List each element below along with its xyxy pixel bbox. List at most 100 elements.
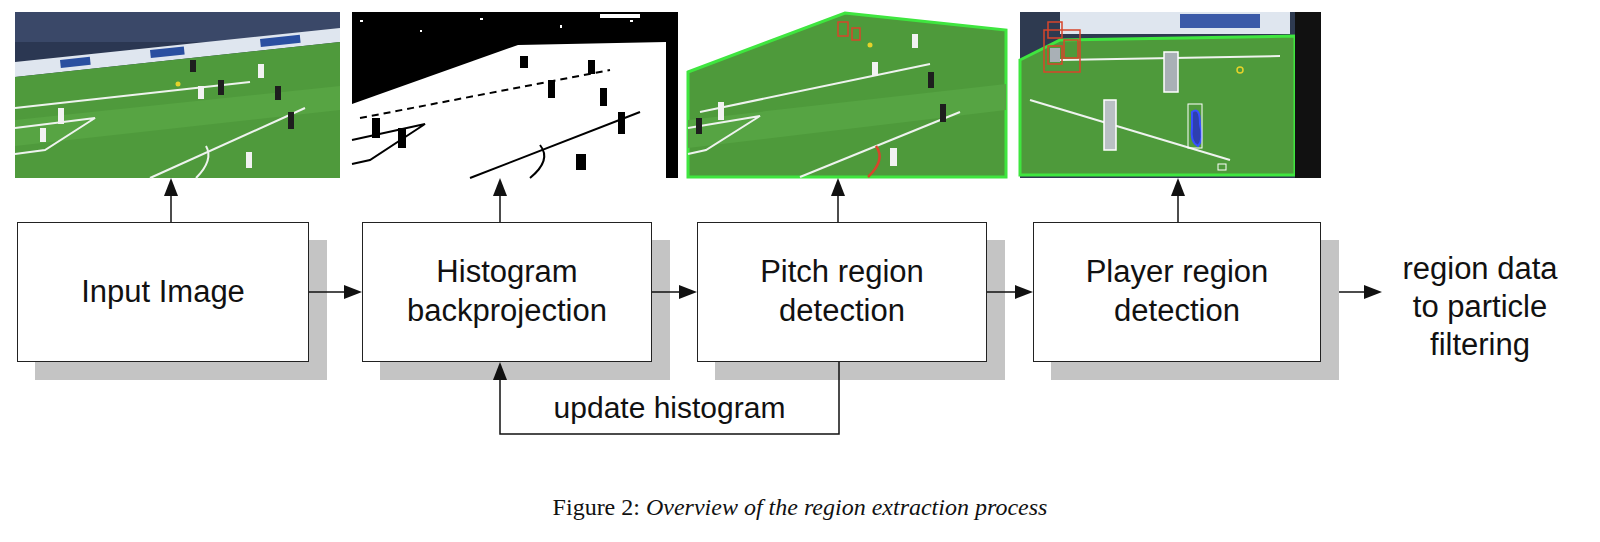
connector-line <box>500 362 839 434</box>
connector <box>987 285 1033 299</box>
illustration-part <box>1030 100 1230 160</box>
illustration-part <box>576 154 586 170</box>
illustration-part <box>352 42 666 178</box>
illustration-part <box>1192 111 1202 147</box>
arrow-head <box>1015 285 1033 299</box>
connector <box>493 362 839 434</box>
illustration-part <box>688 64 960 177</box>
illustration-part <box>176 82 181 87</box>
illustration-part <box>372 118 380 138</box>
process-box: Input Image <box>17 222 309 362</box>
illustration-part <box>1171 178 1185 196</box>
illustration-part <box>470 112 640 178</box>
illustration-part <box>696 72 946 134</box>
illustration-part <box>600 14 640 18</box>
illustration-part <box>198 86 204 99</box>
connector <box>309 285 362 299</box>
illustration-part <box>872 62 878 76</box>
player-region-frame <box>1020 12 1321 178</box>
illustration-part <box>912 34 918 48</box>
illustration-part <box>868 146 880 177</box>
illustration-part <box>360 20 363 22</box>
illustration-part <box>190 60 294 129</box>
illustration-part <box>1218 164 1226 170</box>
caption-text: Overview of the region extraction proces… <box>646 494 1047 520</box>
box-text-group: Pitch region detection <box>710 253 974 331</box>
illustration-part <box>696 118 702 134</box>
illustration-part <box>618 112 625 134</box>
illustration-part <box>360 14 640 32</box>
illustration-part <box>560 25 562 28</box>
backprojection-frame <box>352 12 678 178</box>
illustration-part <box>1180 14 1260 28</box>
box-text: Pitch region detection <box>710 253 974 331</box>
illustration-part <box>246 152 252 168</box>
illustration-part <box>1164 52 1178 92</box>
arrow-head <box>344 285 362 299</box>
illustration-part <box>164 178 178 196</box>
illustration-part <box>40 64 264 168</box>
illustration-part <box>1177 194 1179 222</box>
illustration-part <box>1020 12 1321 178</box>
illustration-part <box>260 35 301 47</box>
input-frame <box>15 12 340 178</box>
edge-label: update histogram <box>550 390 790 426</box>
illustration-part <box>838 22 860 40</box>
illustration-part <box>852 28 860 40</box>
arrow-head <box>493 362 507 380</box>
illustration-part <box>530 145 544 178</box>
illustration-part <box>1364 285 1382 299</box>
illustration-part <box>58 108 64 124</box>
illustration-part <box>480 18 483 20</box>
illustration-part <box>218 80 224 95</box>
process-box: Histogram backprojection <box>362 222 652 362</box>
connector-line <box>987 291 1019 293</box>
illustration-part <box>288 112 294 129</box>
output-label: region data to particle filtering <box>1386 250 1574 363</box>
box-text: Input Image <box>81 273 245 312</box>
process-box: Pitch region detection <box>697 222 987 362</box>
illustration-part <box>1295 12 1321 178</box>
illustration-part <box>1020 36 1295 175</box>
illustration-part <box>258 64 264 78</box>
connector-line <box>309 291 348 293</box>
illustration-part <box>190 60 196 72</box>
arrow-head <box>679 285 697 299</box>
illustration-part <box>800 112 960 177</box>
illustration-part <box>60 57 91 68</box>
illustration-part <box>398 128 406 148</box>
illustration-part <box>600 88 607 106</box>
illustration-part <box>588 60 595 74</box>
illustration-part <box>831 178 845 196</box>
illustration-part <box>40 128 46 142</box>
illustration-part <box>1050 48 1060 62</box>
illustration-part <box>837 194 839 222</box>
illustration-part <box>275 86 281 100</box>
illustration-part <box>940 104 946 122</box>
illustration-part <box>548 80 555 98</box>
illustration-part <box>15 82 305 178</box>
illustration-part <box>352 12 678 178</box>
illustration-part <box>688 116 760 154</box>
box-text: Histogram backprojection <box>375 253 639 331</box>
illustration-part <box>15 118 95 154</box>
figure-caption: Figure 2: Overview of the region extract… <box>0 494 1600 521</box>
illustration-part <box>420 30 422 32</box>
illustration-part <box>1237 67 1243 73</box>
illustration-part <box>499 194 501 222</box>
illustration-part <box>360 70 610 118</box>
illustration-part <box>150 46 185 58</box>
illustration-part <box>1044 22 1080 72</box>
box-text-group: Input Image <box>81 273 245 312</box>
illustration-part <box>15 42 340 178</box>
illustration-part <box>838 22 848 36</box>
illustration-part <box>1104 100 1116 150</box>
illustration-part <box>15 12 340 178</box>
illustration-part <box>150 108 305 178</box>
illustration-part <box>196 146 208 178</box>
illustration-part <box>718 102 724 120</box>
illustration-part <box>1064 40 1078 58</box>
connector <box>652 285 697 299</box>
illustration-part <box>688 84 1006 148</box>
illustration-part <box>372 56 625 170</box>
